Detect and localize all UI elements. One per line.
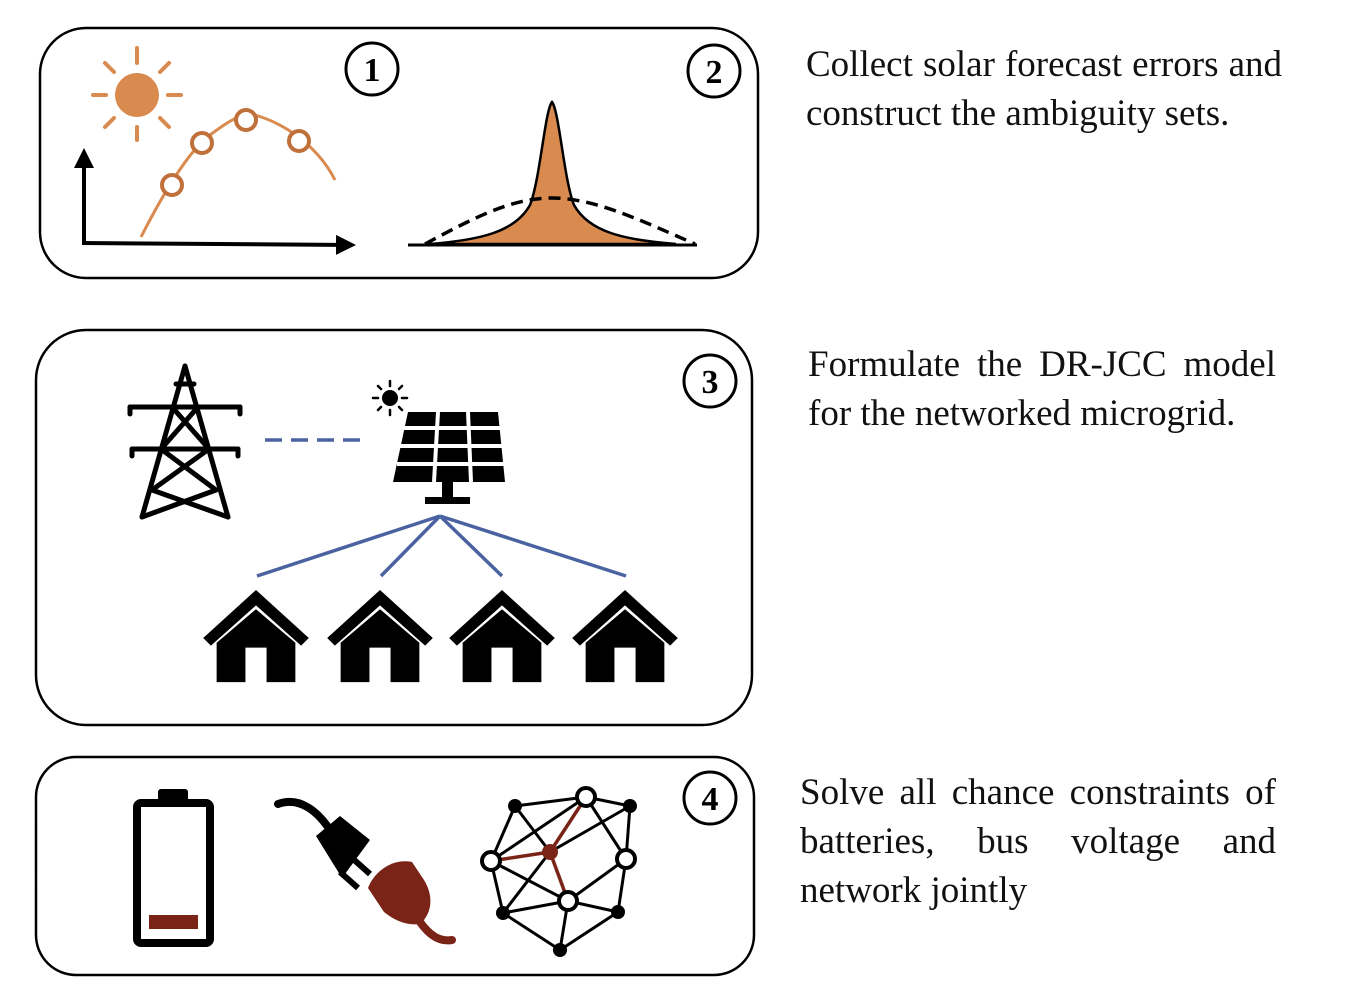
step-number-2: 2: [706, 54, 723, 91]
network-icon: [480, 786, 637, 957]
house-icon: [203, 590, 309, 683]
forecast-point: [160, 173, 184, 197]
solar-panel-icon: [393, 411, 505, 504]
step-badge-4: 4: [682, 770, 738, 826]
step-description-1: Collect solar forecast errors and constr…: [806, 44, 1282, 134]
battery-icon: [133, 789, 214, 947]
panel-1-frame: [38, 26, 760, 280]
step-number-4: 4: [702, 781, 719, 818]
panel-3-frame: [34, 755, 756, 977]
distribution-lines: [256, 514, 627, 578]
step-description-2: Formulate the DR-JCC model for the netwo…: [808, 344, 1276, 434]
forecast-point: [190, 131, 214, 155]
house-icon: [327, 590, 433, 683]
forecast-axes: [74, 148, 356, 255]
step-number-1: 1: [364, 52, 381, 89]
distribution-plot: [408, 100, 697, 247]
battery-level: [149, 915, 198, 929]
transmission-tower-icon: [127, 363, 243, 520]
small-sun-icon: [371, 379, 409, 417]
house-icon: [572, 590, 678, 683]
forecast-point: [234, 108, 258, 132]
step-number-3: 3: [702, 364, 719, 401]
step-badge-1: 1: [344, 41, 400, 97]
solar-forecast-curve: [139, 108, 337, 238]
step-badge-3: 3: [682, 353, 738, 409]
forecast-point: [287, 129, 311, 153]
step-description-3: Solve all chance constraints of batterie…: [800, 772, 1276, 911]
plug-icon: [274, 797, 456, 945]
step-badge-2: 2: [686, 43, 742, 99]
sun-icon: [91, 46, 183, 142]
house-icon: [449, 590, 555, 683]
panel-2-frame: [34, 328, 754, 727]
